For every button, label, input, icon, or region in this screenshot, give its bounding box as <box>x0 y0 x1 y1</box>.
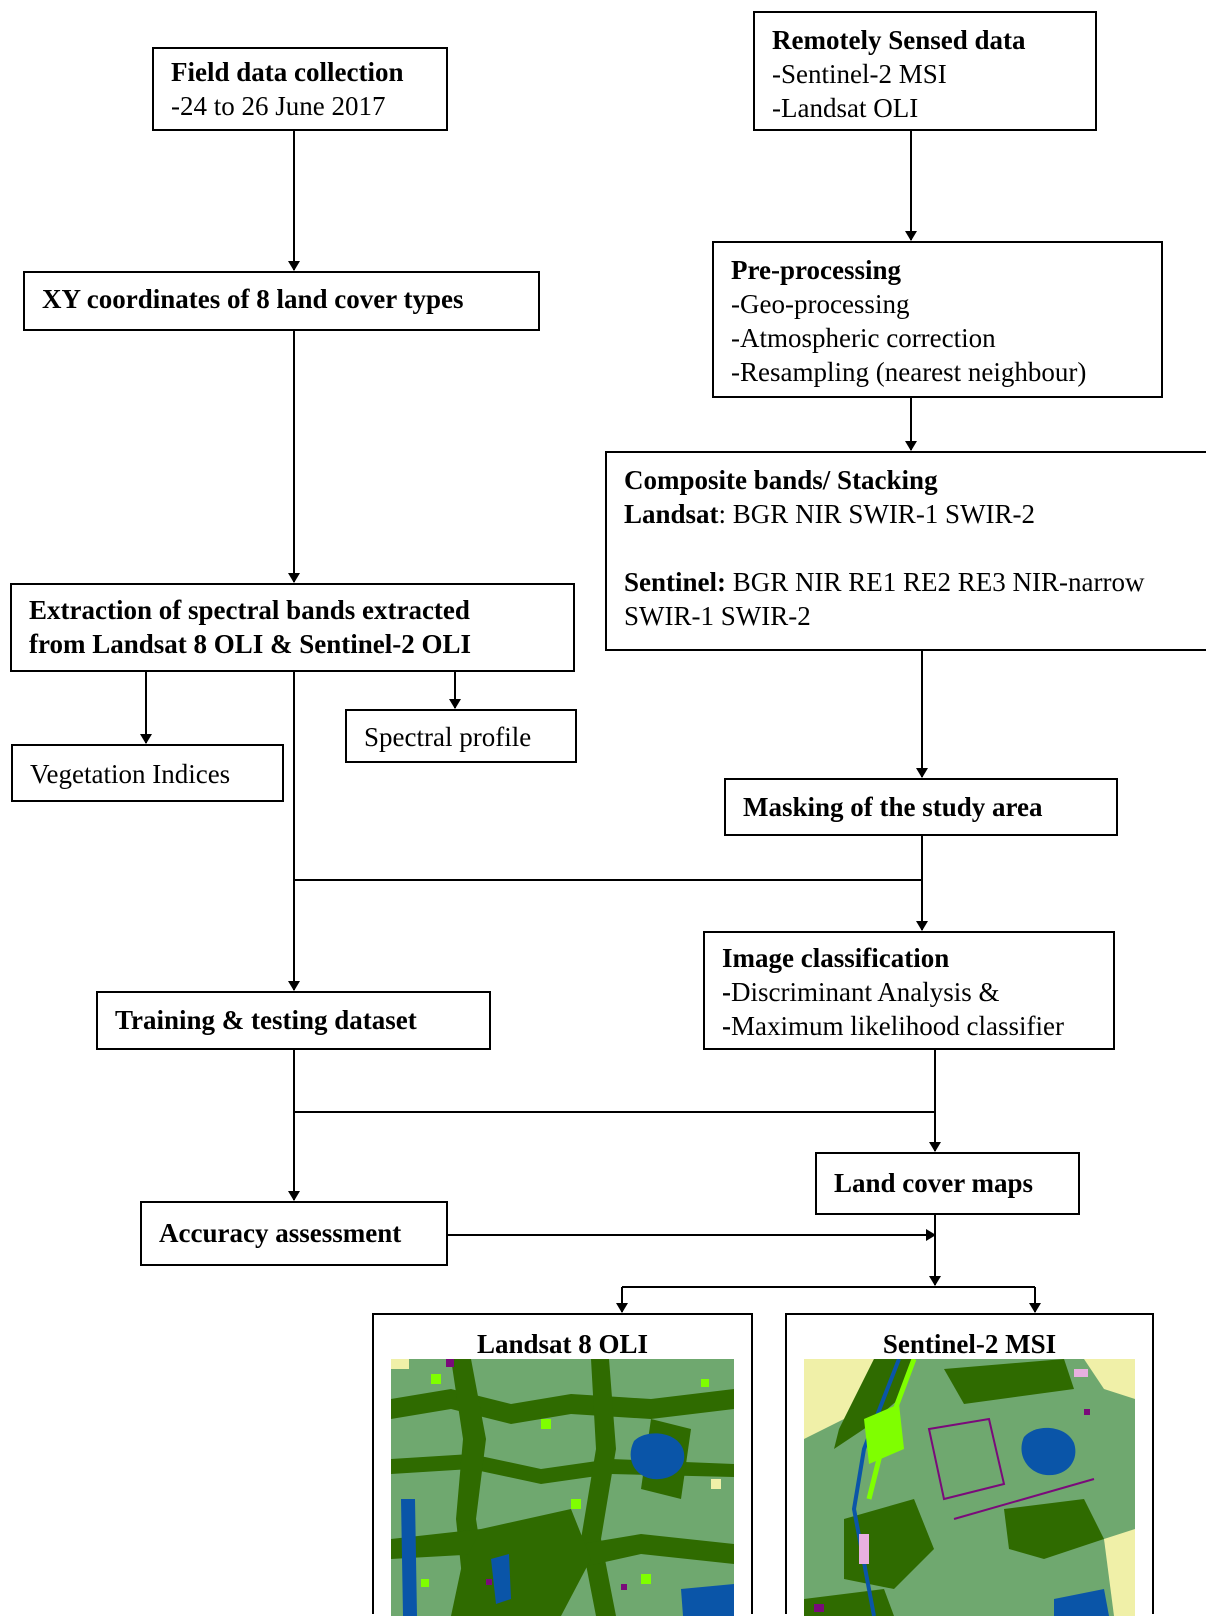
spectral-profile-box: Spectral profile <box>345 709 577 763</box>
pre-processing-geo: -Geo-processing <box>731 289 910 319</box>
composite-landsat-bands: : BGR NIR SWIR-1 SWIR-2 <box>718 499 1036 529</box>
pre-processing-resampling: -Resampling (nearest neighbour) <box>731 357 1087 387</box>
classification-ml-text: Maximum likelihood classifier <box>731 1011 1064 1041</box>
extraction-line-2: from Landsat 8 OLI & Sentinel-2 OLI <box>29 629 472 659</box>
pre-processing-atmospheric: -Atmospheric correction <box>731 323 996 353</box>
extraction-line-1: Extraction of spectral bands extracted <box>29 595 470 625</box>
composite-sentinel-bands-2: SWIR-1 SWIR-2 <box>624 601 811 631</box>
composite-sentinel-line: Sentinel: BGR NIR RE1 RE2 RE3 NIR-narrow <box>624 565 1145 599</box>
classification-dash-2: - <box>722 1011 731 1041</box>
sentinel-land-cover-map <box>804 1359 1135 1616</box>
vegetation-indices-box: Vegetation Indices <box>11 744 284 802</box>
remote-sensed-sentinel: -Sentinel-2 MSI <box>772 59 947 89</box>
classification-discriminant: -Discriminant Analysis & <box>722 975 999 1009</box>
composite-sentinel-label: Sentinel: <box>624 567 727 597</box>
classification-title: Image classification <box>722 943 950 973</box>
composite-landsat-label: Landsat <box>624 499 719 529</box>
composite-bands-box: Composite bands/ Stacking Landsat: BGR N… <box>605 451 1206 651</box>
pre-processing-title: Pre-processing <box>731 255 901 285</box>
land-cover-maps-label: Land cover maps <box>834 1168 1034 1198</box>
land-cover-maps-box: Land cover maps <box>815 1152 1080 1215</box>
vegetation-indices-label: Vegetation Indices <box>30 759 231 789</box>
masking-box: Masking of the study area <box>724 778 1118 836</box>
training-testing-label: Training & testing dataset <box>115 1005 417 1035</box>
field-data-dates: -24 to 26 June 2017 <box>171 91 386 121</box>
image-classification-box: Image classification -Discriminant Analy… <box>703 931 1115 1050</box>
composite-landsat-line: Landsat: BGR NIR SWIR-1 SWIR-2 <box>624 497 1035 531</box>
masking-label: Masking of the study area <box>743 792 1043 822</box>
composite-sentinel-bands: BGR NIR RE1 RE2 RE3 NIR-narrow <box>726 567 1145 597</box>
field-data-box: Field data collection -24 to 26 June 201… <box>152 47 448 131</box>
sentinel-map-title: Sentinel-2 MSI <box>882 1329 1057 1359</box>
extraction-box: Extraction of spectral bands extracted f… <box>10 583 575 672</box>
remote-sensed-title: Remotely Sensed data <box>772 25 1026 55</box>
composite-title: Composite bands/ Stacking <box>624 465 938 495</box>
sentinel-map-panel: Sentinel-2 MSI <box>785 1313 1154 1616</box>
field-data-title: Field data collection <box>171 57 404 87</box>
landsat-land-cover-map <box>391 1359 734 1616</box>
pre-processing-box: Pre-processing -Geo-processing -Atmosphe… <box>712 241 1163 398</box>
xy-coordinates-box: XY coordinates of 8 land cover types <box>23 271 540 331</box>
classification-dash-1: - <box>722 977 731 1007</box>
accuracy-assessment-label: Accuracy assessment <box>159 1218 402 1248</box>
remote-sensed-landsat: -Landsat OLI <box>772 93 919 123</box>
accuracy-assessment-box: Accuracy assessment <box>140 1201 448 1266</box>
spectral-profile-label: Spectral profile <box>364 722 532 752</box>
xy-coordinates-label: XY coordinates of 8 land cover types <box>42 284 464 314</box>
classification-maximum-likelihood: -Maximum likelihood classifier <box>722 1009 1064 1043</box>
landsat-map-panel: Landsat 8 OLI <box>372 1313 753 1616</box>
remote-sensed-box: Remotely Sensed data -Sentinel-2 MSI -La… <box>753 11 1097 131</box>
landsat-map-title: Landsat 8 OLI <box>476 1329 649 1359</box>
training-testing-box: Training & testing dataset <box>96 991 491 1050</box>
classification-discriminant-text: Discriminant Analysis & <box>731 977 1000 1007</box>
